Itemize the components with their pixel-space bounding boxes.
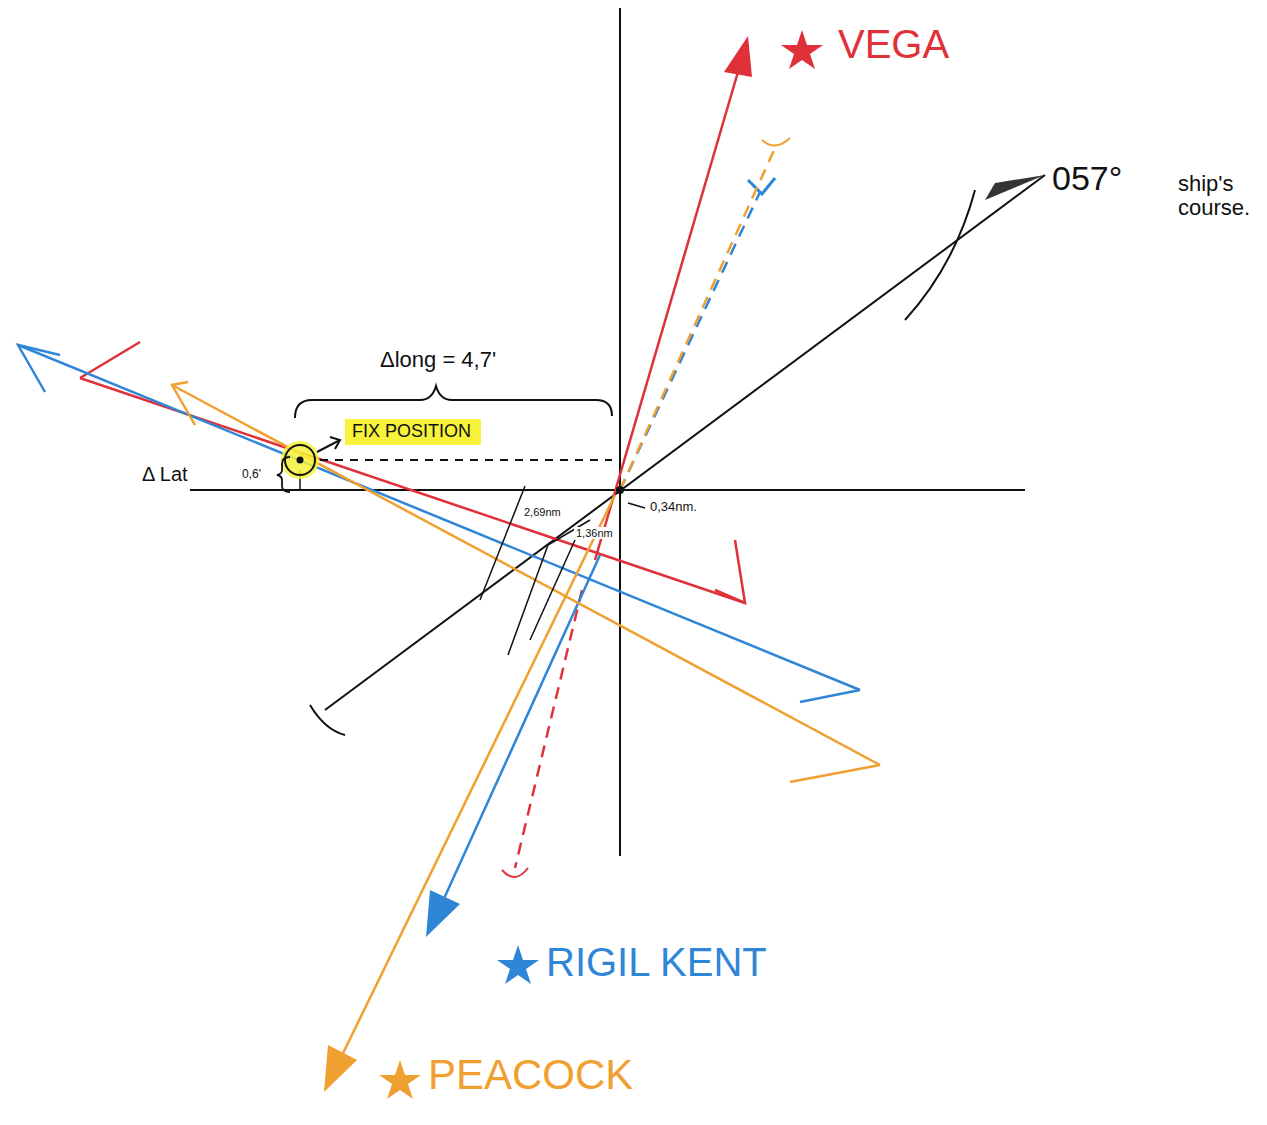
- star-name: VEGA: [836, 22, 951, 66]
- course-value: 057°: [1050, 160, 1124, 197]
- latitude-dash: [320, 459, 612, 461]
- fix-arrow: [330, 437, 340, 449]
- intercept-value: 2,69nm: [522, 506, 563, 518]
- course-note: ship's course.: [1176, 172, 1262, 220]
- fix-label: FIX POSITION: [352, 421, 474, 443]
- lop-hook: [80, 342, 140, 378]
- intercept-tick: [480, 486, 525, 600]
- arrow-head: [324, 1045, 357, 1092]
- arrow-head: [426, 890, 460, 937]
- lop-hook: [172, 382, 195, 425]
- tick-mark: [762, 138, 790, 146]
- intercept-tick: [508, 545, 548, 655]
- star-symbol: [379, 1060, 421, 1099]
- lop-hook: [715, 540, 745, 603]
- leader-line: [628, 503, 645, 508]
- arrow-head: [724, 36, 752, 77]
- dlat-brace: [277, 457, 290, 492]
- star-symbol: [497, 945, 539, 984]
- dr-position: [616, 486, 624, 494]
- fix-dot: [297, 457, 304, 464]
- course-flag: [985, 175, 1045, 200]
- parallel-axis: [190, 489, 1025, 491]
- star-symbol: [781, 30, 823, 69]
- intercept-tick: [530, 540, 575, 640]
- fix-circle: [285, 445, 315, 475]
- dlat-label: Δ Lat: [140, 463, 190, 485]
- lop-hook: [790, 765, 880, 782]
- azimuth-line: [432, 555, 600, 925]
- dlong-brace: [295, 386, 612, 418]
- meridian-axis: [619, 8, 621, 856]
- fix-highlight-box: FIX POSITION: [345, 419, 481, 445]
- azimuth-line: [595, 48, 745, 560]
- star-name: RIGIL KENT: [544, 940, 769, 984]
- dlong-value: Δlong = 4,7': [378, 348, 498, 372]
- intercept-value: 1,36nm: [574, 527, 615, 539]
- lop-hook: [18, 345, 60, 392]
- reciprocal-line: [620, 148, 775, 490]
- position-line: [172, 385, 880, 765]
- position-line: [18, 345, 860, 690]
- course-tail: [310, 705, 345, 735]
- tick-mark: [502, 868, 528, 877]
- intercept-value: 0,34nm.: [648, 500, 699, 514]
- lop-hook: [800, 690, 860, 702]
- fix-highlight: [281, 441, 319, 479]
- star-name: PEACOCK: [426, 1052, 635, 1098]
- dlat-value: 0,6': [240, 468, 263, 481]
- azimuth-line: [330, 495, 615, 1080]
- course-arc: [905, 190, 975, 320]
